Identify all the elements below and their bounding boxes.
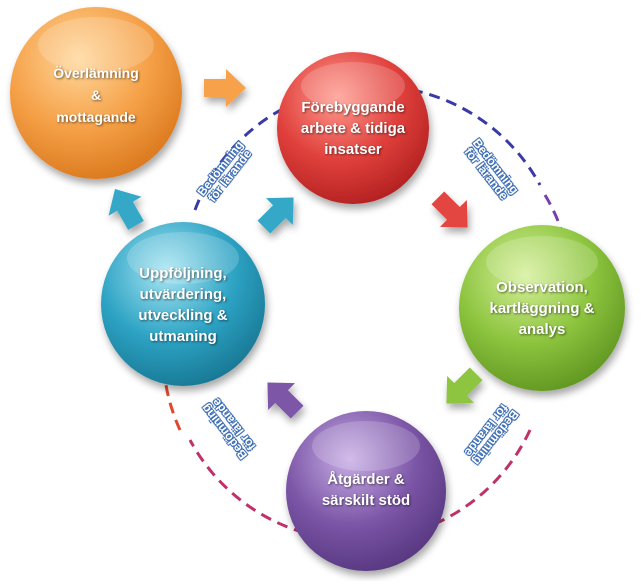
arrow-down-right-icon [431, 191, 468, 228]
ring-arc-bottom [188, 429, 532, 542]
node-circle-forebyggande [277, 52, 429, 204]
node-circle-overlamning [10, 7, 182, 179]
node-circle-observation [459, 225, 625, 391]
arrow-up-left-icon [267, 382, 304, 419]
arrow-right-icon [204, 69, 246, 107]
node-circles [10, 7, 625, 571]
flow-arrows [108, 69, 483, 419]
node-circle-uppfoljning [101, 222, 265, 386]
node-circle-atgarder [286, 411, 446, 571]
arrow-up-right-icon [257, 197, 294, 234]
node-highlights [38, 17, 598, 471]
arrow-down-left-icon [446, 367, 483, 404]
arrow-up-left-small-icon [108, 188, 144, 230]
